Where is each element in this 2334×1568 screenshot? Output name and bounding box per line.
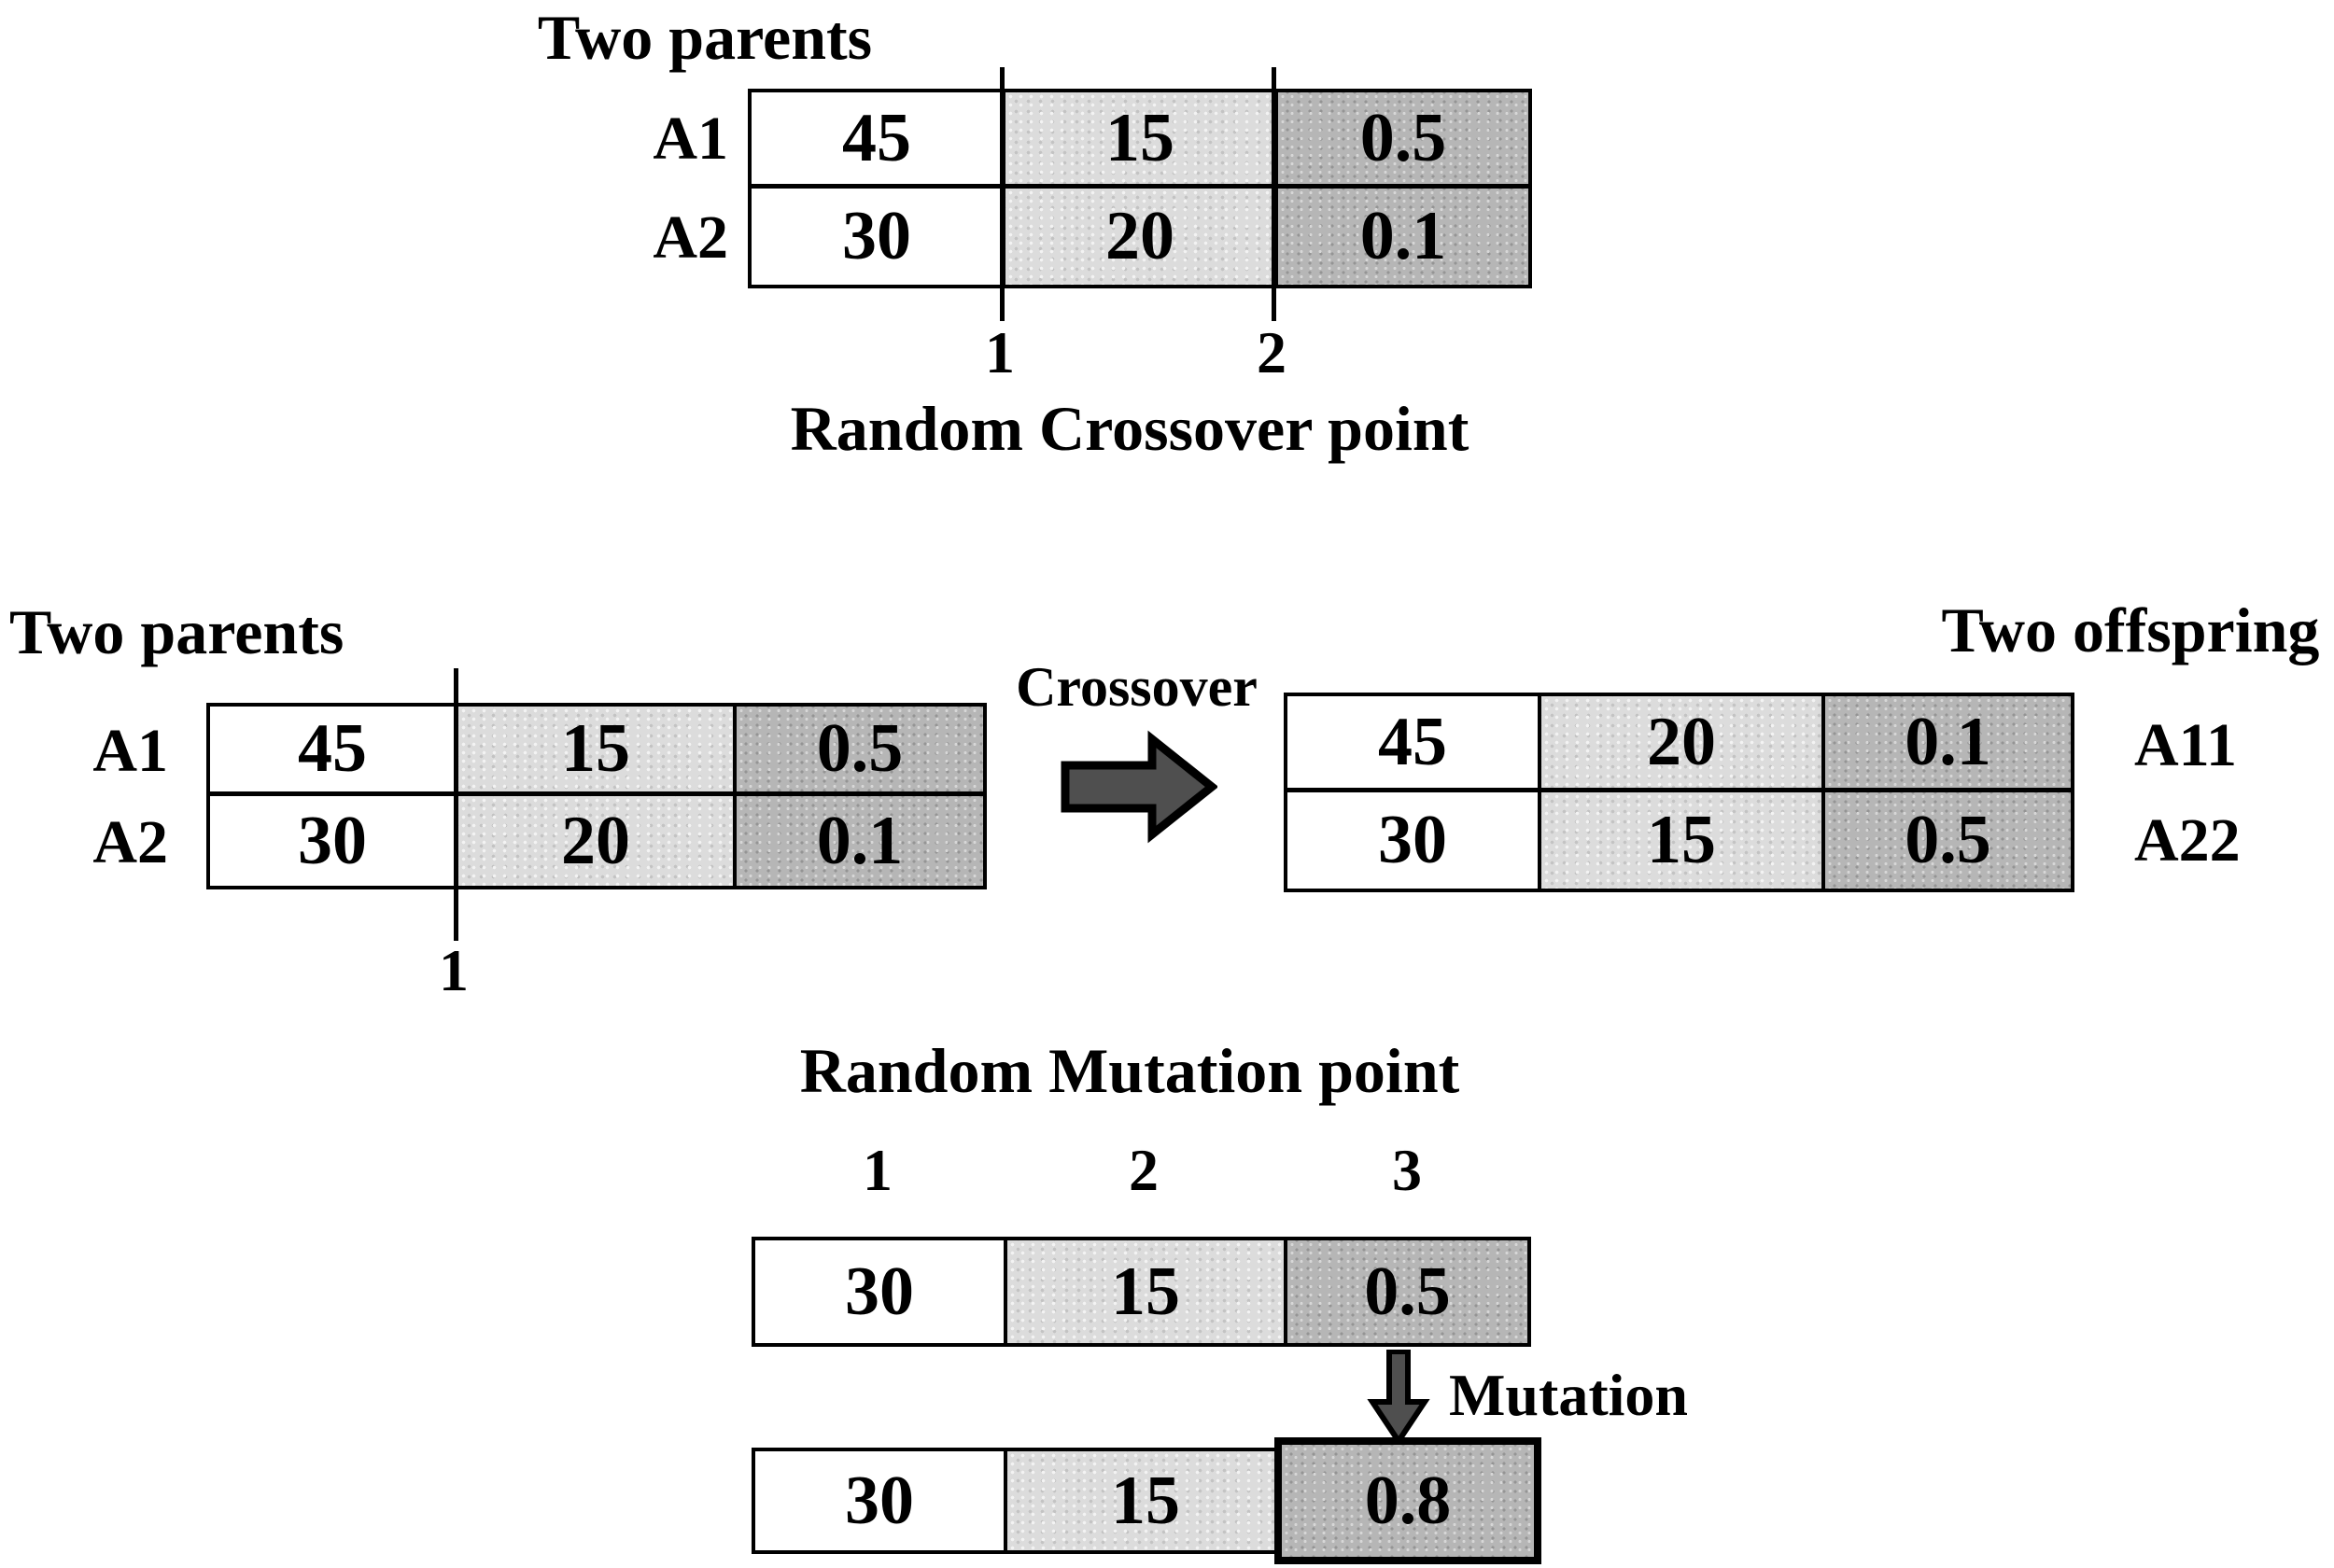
crossover-point-marker-1: 1 — [985, 319, 1015, 385]
top-row-label-a1: A1 — [653, 105, 728, 173]
mutation-before-table: 30 15 0.5 — [752, 1237, 1531, 1347]
offspring-table: 45 20 0.1 30 15 0.5 — [1284, 693, 2074, 892]
gene-cell: 15 — [458, 707, 737, 796]
gene-cell: 0.5 — [1825, 792, 2071, 889]
gene-cell: 45 — [752, 92, 1005, 189]
gene-cell: 20 — [458, 796, 737, 886]
crossover-label: Crossover — [1016, 656, 1258, 718]
gene-cell: 30 — [752, 189, 1005, 285]
crossover-point-marker-2: 2 — [1257, 319, 1287, 385]
mutation-label: Mutation — [1449, 1362, 1688, 1428]
gene-cell: 15 — [1005, 92, 1278, 189]
middle-parents-table: 45 15 0.5 30 20 0.1 — [206, 703, 987, 889]
top-parents-title: Two parents — [537, 2, 873, 73]
gene-cell: 20 — [1541, 696, 1825, 792]
gene-cell: 0.5 — [737, 707, 983, 796]
gene-cell: 0.5 — [1278, 92, 1528, 189]
mutation-point-marker-1: 1 — [863, 1137, 893, 1203]
gene-cell: 0.1 — [737, 796, 983, 886]
gene-cell: 45 — [1287, 696, 1541, 792]
gene-cell: 30 — [755, 1240, 1007, 1343]
gene-cell: 30 — [1287, 792, 1541, 889]
gene-cell: 0.5 — [1287, 1240, 1527, 1343]
gene-cell: 15 — [1007, 1451, 1287, 1550]
mutation-point-marker-2: 2 — [1129, 1137, 1159, 1203]
crossover-point-line-1 — [1000, 67, 1005, 321]
top-parents-table: 45 15 0.5 30 20 0.1 — [748, 89, 1532, 288]
gene-cell: 20 — [1005, 189, 1278, 285]
gene-cell: 0.1 — [1825, 696, 2071, 792]
gene-cell: 45 — [210, 707, 458, 796]
offspring-row-label-a22: A22 — [2134, 806, 2241, 875]
middle-row-label-a2: A2 — [92, 808, 168, 876]
mutation-point-marker-3: 3 — [1392, 1137, 1422, 1203]
middle-parents-title: Two parents — [9, 596, 344, 667]
crossover-point-marker-middle: 1 — [439, 937, 469, 1003]
middle-row-label-a1: A1 — [92, 717, 168, 785]
random-crossover-point-caption: Random Crossover point — [790, 393, 1469, 464]
mutated-gene-cell: 0.8 — [1274, 1437, 1541, 1564]
mutation-arrow-icon — [1367, 1350, 1430, 1445]
top-row-label-a2: A2 — [653, 203, 728, 272]
gene-cell: 30 — [210, 796, 458, 886]
gene-cell: 30 — [755, 1451, 1007, 1550]
crossover-point-line-2 — [1272, 67, 1276, 321]
offspring-row-label-a11: A11 — [2134, 711, 2238, 779]
crossover-arrow-icon — [1061, 730, 1217, 844]
crossover-point-line-middle — [454, 668, 458, 941]
random-mutation-point-title: Random Mutation point — [799, 1035, 1460, 1106]
gene-cell: 15 — [1541, 792, 1825, 889]
gene-cell: 0.1 — [1278, 189, 1528, 285]
gene-cell: 15 — [1007, 1240, 1287, 1343]
two-offspring-title: Two offspring — [1941, 595, 2320, 665]
